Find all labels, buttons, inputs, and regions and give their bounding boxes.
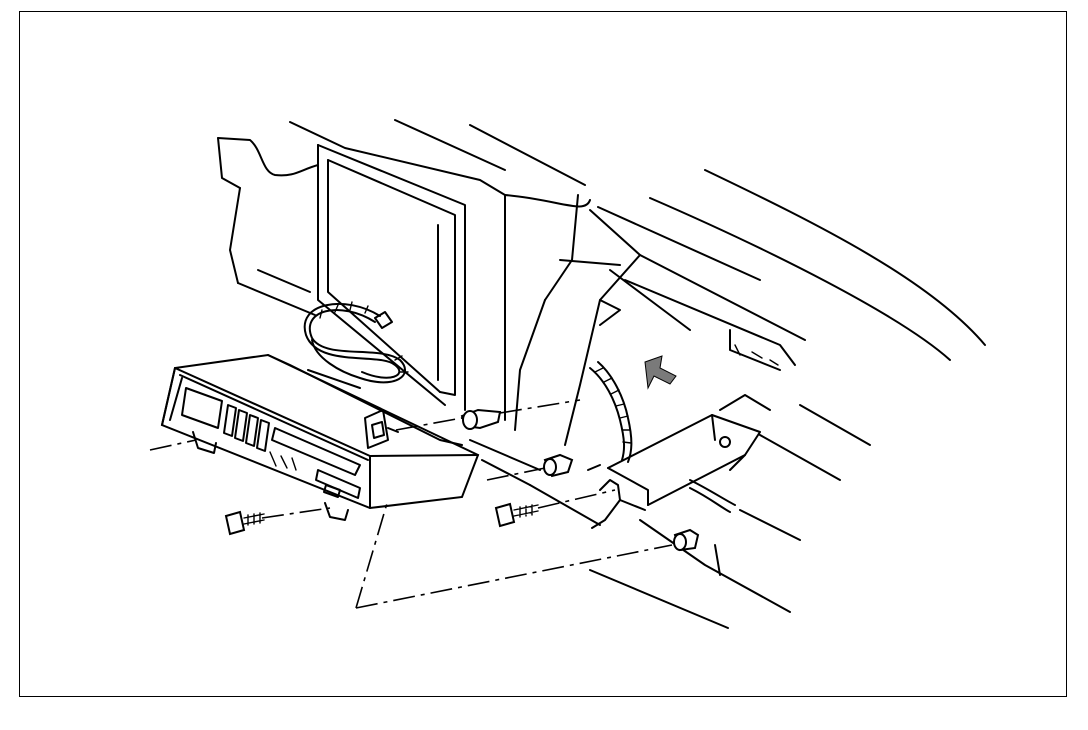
diagram-frame [19,11,1067,697]
direction-arrow-icon [644,355,677,390]
nut-top [460,408,502,430]
wire-harness [589,361,736,513]
dash-bulkhead [504,194,806,446]
nut-mid [543,453,574,478]
screw-left [224,510,265,536]
alignment-lines [149,399,673,609]
lower-dash-edges [469,394,871,629]
nut-low [673,528,700,552]
screw-right [494,502,539,528]
coiled-cable [303,301,409,389]
radio-unit [160,353,480,521]
display-window [181,387,223,429]
instrument-cluster-housing [217,121,506,411]
dashboard-top-edge [394,119,986,361]
mounting-bracket [587,414,761,529]
